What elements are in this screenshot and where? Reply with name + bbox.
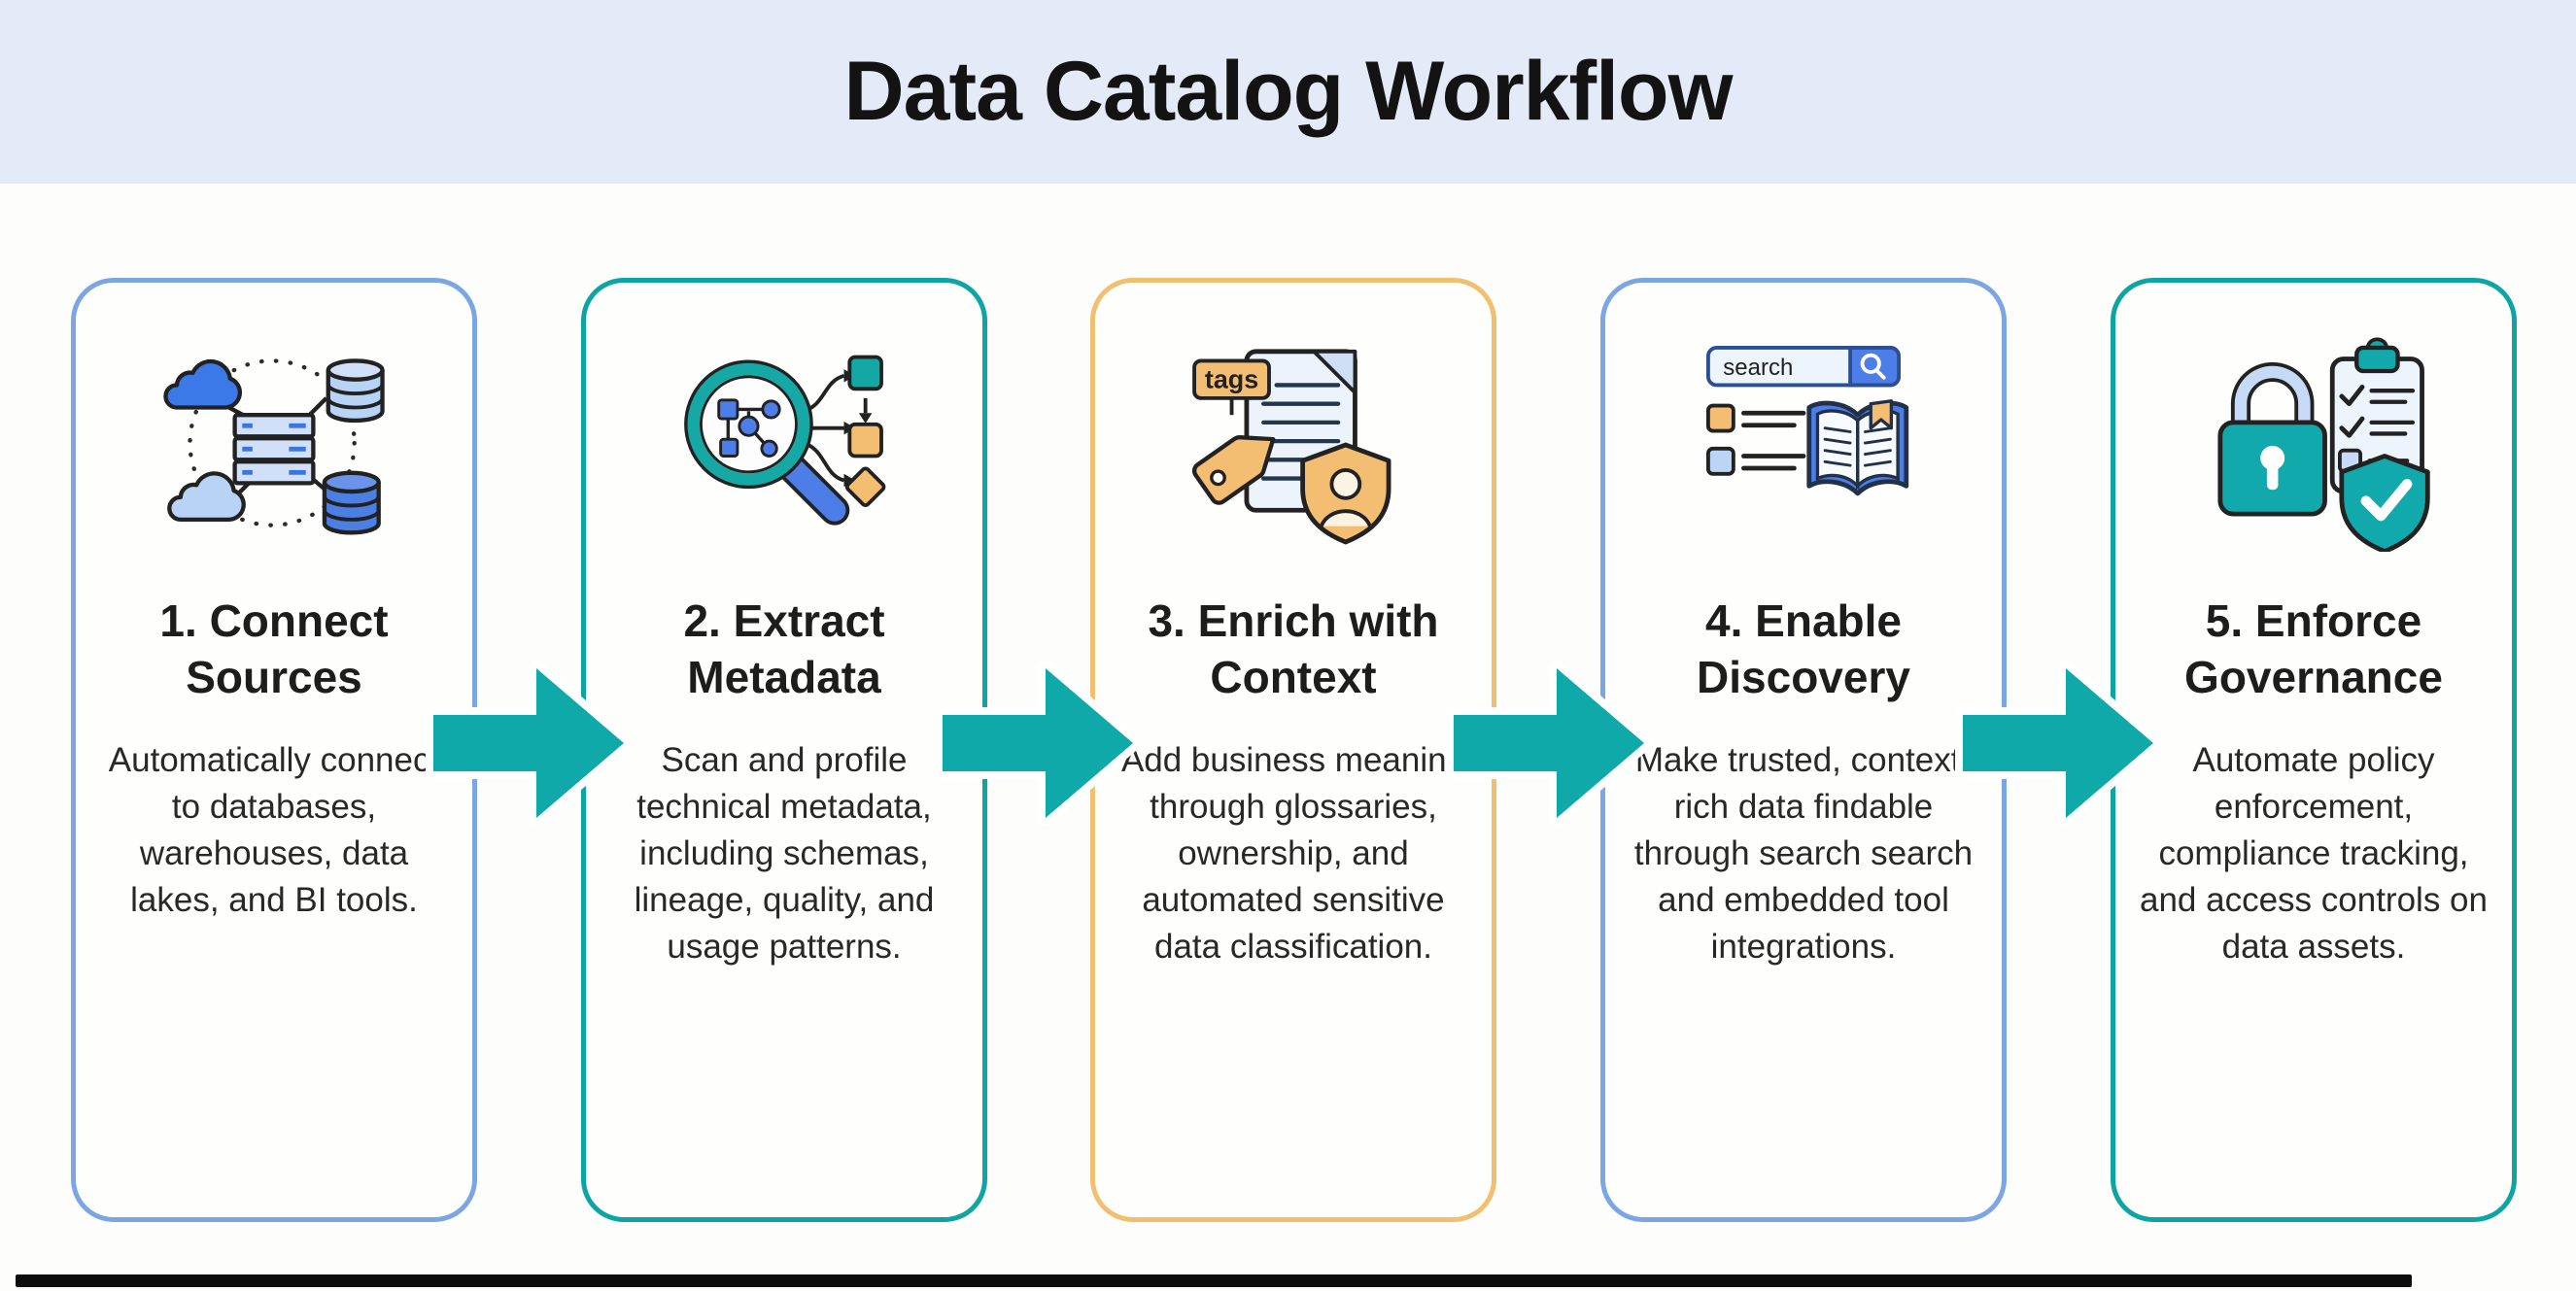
workflow-arrow-right-icon [935,661,1141,826]
tags-label: tags [1192,358,1271,416]
database-icon [322,470,381,535]
lock-checklist-shield-icon [2192,327,2435,561]
search-bar-catalog-book-icon: search [1682,327,1925,561]
database-icon [326,358,385,424]
price-tag-icon [1191,435,1276,505]
step-heading: 2. Extract Metadata [683,595,885,702]
step-card-enrich-with-context: tags 3. Enrich with Context Add business… [1090,278,1496,1222]
step-body: Make trusted, context-rich data findable… [1633,740,1974,966]
orange-node-square [847,422,883,459]
header-band: Data Catalog Workflow [0,0,2576,184]
teal-node-square [847,355,883,391]
workflow-arrow-right-icon [426,661,632,826]
result-list [1706,403,1806,476]
step-body: Scan and profile technical metadata, inc… [634,740,935,966]
step-heading: 1. Connect Sources [159,595,389,702]
bookmark-icon [1869,399,1894,430]
page-title: Data Catalog Workflow [843,45,1734,138]
step-card-enable-discovery: search [1600,278,2007,1222]
svg-text:search: search [1723,355,1793,381]
step-card-connect-sources: 1. Connect Sources Automatically connect… [71,278,477,1222]
clipboard-checklist-icon [2329,337,2424,494]
step-card-enforce-governance: 5. Enforce Governance Automate policy en… [2111,278,2517,1222]
bottom-bar [16,1274,2412,1287]
step-heading: 4. Enable Discovery [1697,595,1910,702]
svg-text:tags: tags [1205,364,1258,393]
cloud-servers-databases-icon [153,327,395,561]
step-body: Automatically connect to databases, ware… [108,740,440,919]
search-icon [1860,353,1881,374]
lock-icon [2217,361,2327,517]
step-heading: 3. Enrich with Context [1148,595,1439,702]
search-bar: search [1706,346,1901,388]
owner-shield-icon [1300,442,1391,545]
open-book-icon [1806,399,1909,496]
step-body: Add business meaning through glossaries,… [1120,740,1466,966]
check-icon [2339,416,2365,438]
workflow-arrow-right-icon [1955,661,2161,826]
orange-node-diamond [844,466,886,507]
step-heading: 5. Enforce Governance [2184,595,2443,702]
cloud-icon [163,358,246,523]
shield-check-icon [2339,454,2430,552]
server-rack-icon [232,413,316,486]
workflow-arrow-right-icon [1446,661,1652,826]
check-icon [2339,384,2365,407]
step-card-extract-metadata: 2. Extract Metadata Scan and profile tec… [581,278,987,1222]
step-body: Automate policy enforcement, compliance … [2140,740,2488,966]
tags-document-owner-shield-icon: tags [1172,327,1415,561]
magnifier-schema-icon [663,327,906,561]
